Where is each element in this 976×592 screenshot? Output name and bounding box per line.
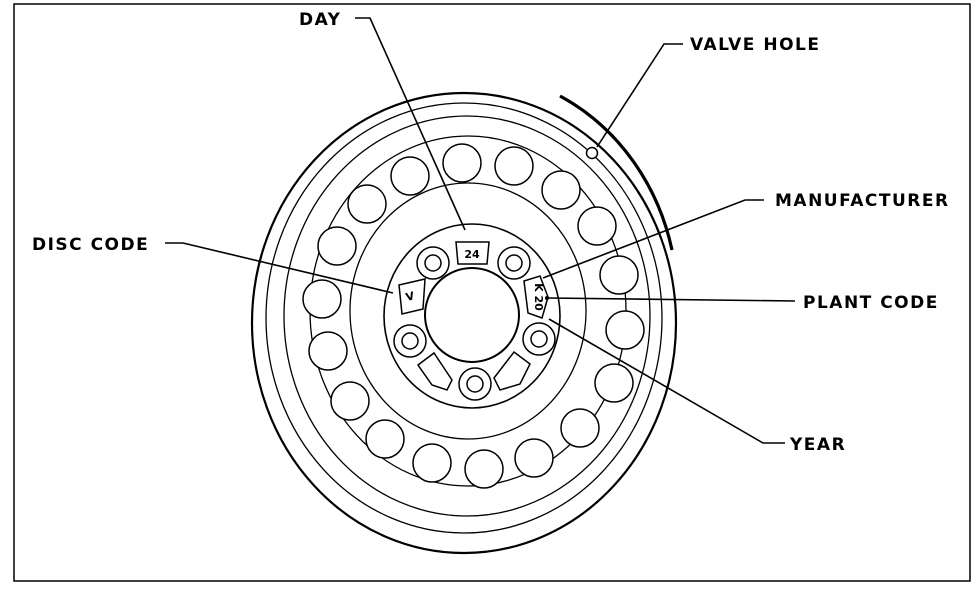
day-label: DAY: [299, 10, 341, 30]
lug-nut: [522, 322, 556, 356]
valve-hole-label: VALVE HOLE: [690, 35, 820, 55]
vent-hole: [494, 146, 534, 186]
vent-hole: [302, 279, 342, 319]
vent-hole: [541, 170, 581, 210]
vent-hole: [347, 184, 387, 224]
lug-nut: [416, 246, 450, 280]
day-leader: [355, 17, 466, 231]
wheel-rim-ring-2: [265, 102, 663, 534]
valve-hole: [585, 146, 599, 160]
vent-hole: [464, 449, 504, 489]
year-leader: [548, 318, 785, 444]
disc-inner-ring: [349, 182, 587, 440]
center-bore: [424, 267, 520, 363]
blank-stamp-pad: [493, 350, 531, 391]
vent-hole: [308, 331, 348, 371]
manufacturer-label: MANUFACTURER: [775, 191, 950, 211]
year-label: YEAR: [789, 435, 846, 455]
plant-code-leader: [546, 297, 796, 302]
plant-code-label: PLANT CODE: [803, 293, 939, 313]
day-stamp-pad: [455, 241, 490, 265]
vent-hole: [560, 408, 600, 448]
leader-lines: [165, 17, 796, 444]
vent-hole: [390, 156, 430, 196]
disc-stamp-pad: [398, 278, 426, 315]
hub-outer: [383, 223, 561, 409]
vent-hole: [317, 226, 357, 266]
day-stamp: 24: [464, 248, 480, 261]
vent-holes: [302, 143, 645, 489]
plant-code-pointer-dot: [545, 296, 549, 300]
wheel-rim-ring-3: [283, 115, 651, 517]
vent-hole: [365, 419, 405, 459]
rim-shadow-arc: [559, 94, 674, 251]
vent-hole: [412, 443, 452, 483]
figure-frame: [13, 3, 971, 582]
vent-hole: [577, 206, 617, 246]
wheel-outer-rim: [250, 91, 678, 555]
vent-hole: [594, 363, 634, 403]
valve-hole-leader: [596, 43, 683, 148]
plant-stamp-pad: [523, 275, 549, 319]
disc-stamp: V: [404, 289, 416, 304]
lug-nut: [497, 246, 531, 280]
vent-hole: [514, 438, 554, 478]
wheel: 24 V K 20: [250, 91, 678, 555]
manufacturer-leader: [542, 199, 764, 279]
labels: DAY VALVE HOLE MANUFACTURER DISC CODE PL…: [32, 10, 950, 455]
lug-nut: [393, 324, 427, 358]
lug-nut: [458, 367, 492, 401]
vent-hole: [599, 255, 639, 295]
disc-code-label: DISC CODE: [32, 235, 149, 255]
vent-hole: [605, 310, 645, 350]
blank-stamp-pad: [416, 351, 453, 391]
disc-code-leader: [165, 242, 394, 294]
hub: 24 V K 20: [383, 223, 561, 409]
vent-hole: [442, 143, 482, 183]
vent-hole: [330, 381, 370, 421]
plant-stamp: K 20: [532, 283, 545, 311]
